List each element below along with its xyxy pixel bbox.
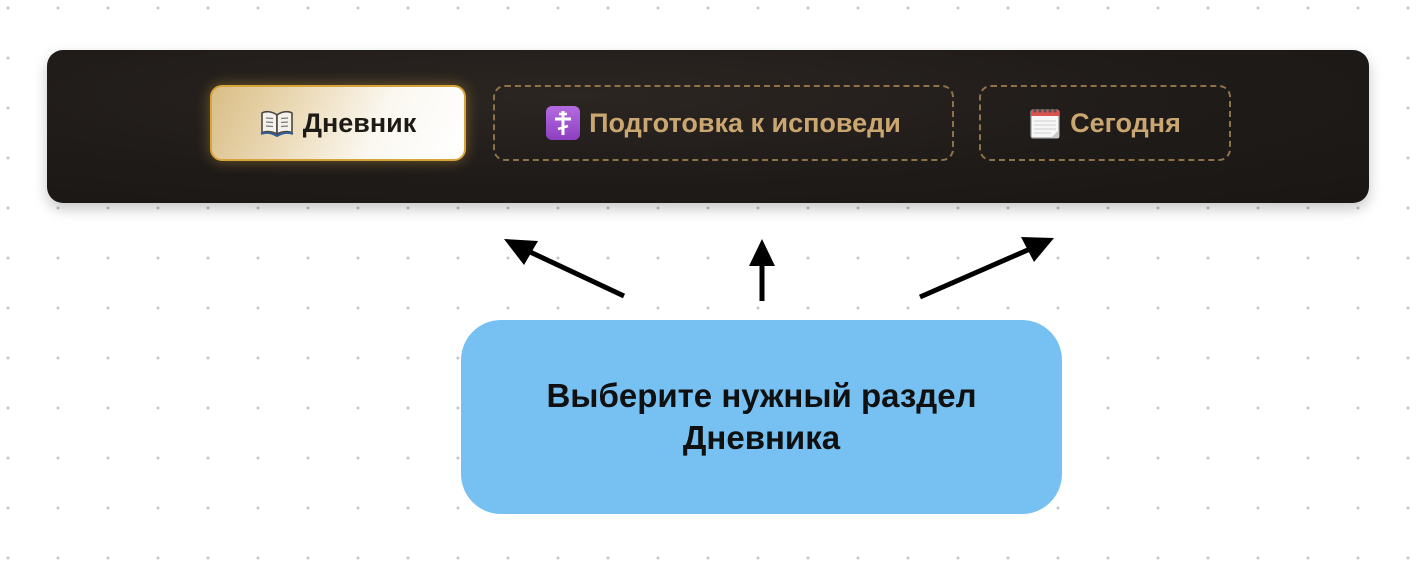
- tab-today-label: Сегодня: [1070, 107, 1181, 138]
- calendar-icon: [1029, 106, 1061, 140]
- section-nav-bar: Дневник Подготовка к исповеди: [47, 50, 1369, 203]
- tab-diary-label: Дневник: [302, 107, 417, 138]
- tab-today[interactable]: Сегодня: [979, 85, 1231, 161]
- tab-confession-preparation[interactable]: Подготовка к исповеди: [493, 85, 954, 161]
- arrow-to-today: [919, 237, 1054, 300]
- tab-diary[interactable]: Дневник: [210, 85, 466, 161]
- callout-text-line-1: Выберите нужный раздел: [546, 377, 977, 414]
- arrow-to-confession: [749, 239, 775, 301]
- arrow-to-diary: [504, 239, 626, 299]
- orthodox-cross-icon: [546, 106, 581, 140]
- tab-confession-preparation-label: Подготовка к исповеди: [589, 107, 901, 138]
- callout-text-line-2: Дневника: [682, 419, 841, 456]
- open-book-icon: [260, 109, 294, 137]
- instruction-callout: Выберите нужный раздел Дневника: [461, 320, 1062, 514]
